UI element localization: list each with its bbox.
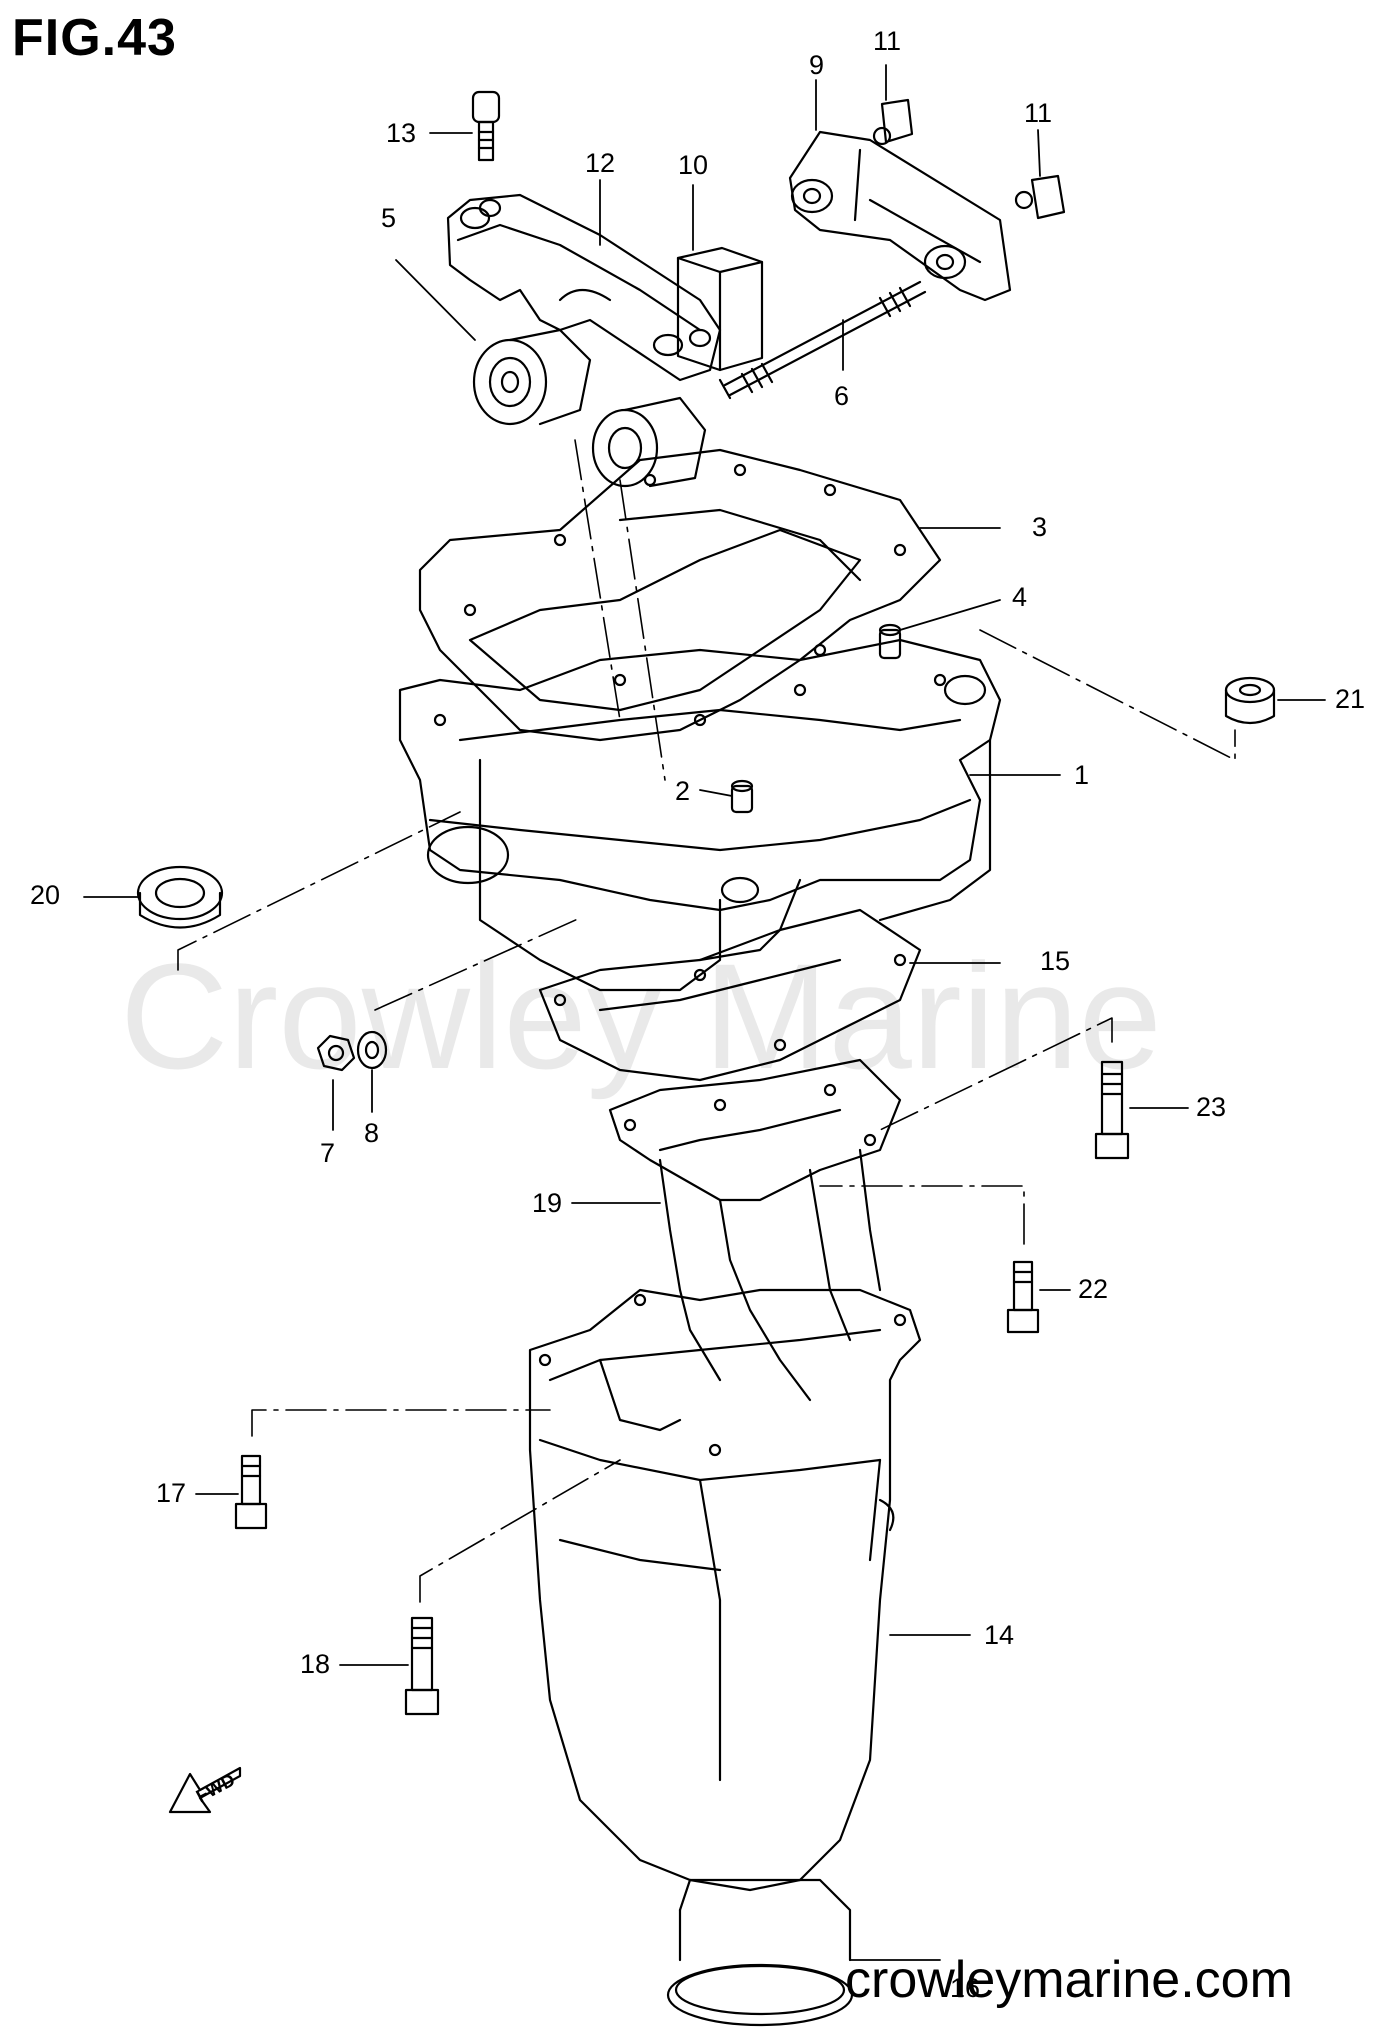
leader-lines — [83, 64, 1326, 1961]
figure-title: FIG.43 — [12, 9, 177, 67]
part-9-upper-bracket — [788, 130, 1012, 302]
part-12-mount-bracket — [446, 193, 722, 382]
part-5-rubber-mount — [472, 328, 707, 488]
site-url: crowleymarine.com — [845, 1951, 1293, 2009]
part-20-grommet — [136, 865, 224, 929]
part-3-gasket — [418, 448, 942, 742]
part-15-gasket — [538, 908, 922, 1082]
callout-11b: 11 — [1024, 98, 1053, 128]
part-10-stopper-block — [676, 246, 764, 372]
callout-13: 13 — [386, 118, 417, 148]
callout-23: 23 — [1196, 1092, 1227, 1122]
callout-12: 12 — [585, 148, 616, 178]
part-6-stud — [718, 280, 927, 400]
callout-10: 10 — [678, 150, 709, 180]
part-16-seal-ring — [666, 1878, 854, 2027]
part-2-dowel-pin — [730, 779, 754, 814]
callout-20: 20 — [30, 880, 61, 910]
part-17-bolt — [234, 1454, 268, 1530]
phantom-lines — [177, 439, 1236, 1603]
part-11-clip — [872, 98, 1066, 220]
part-7-nut — [316, 1034, 356, 1072]
callout-6: 6 — [834, 381, 850, 411]
callout-5: 5 — [381, 203, 397, 233]
part-1-oil-pan-frame — [398, 638, 1002, 992]
callout-16: 16 — [950, 1973, 981, 2003]
part-22-bolt — [1006, 1260, 1040, 1334]
callout-14: 14 — [984, 1620, 1015, 1650]
part-21-bushing — [1224, 676, 1276, 725]
part-8-washer — [356, 1030, 388, 1070]
part-14-oil-pan — [528, 1288, 922, 1892]
part-23-bolt — [1094, 1060, 1130, 1160]
callout-1: 1 — [1074, 760, 1090, 790]
fwd-arrow-icon — [168, 1766, 242, 1814]
part-19-exhaust-tube — [608, 1058, 902, 1402]
callout-19: 19 — [532, 1188, 563, 1218]
callout-3: 3 — [1032, 512, 1048, 542]
part-13-bolt — [471, 90, 501, 162]
callout-21: 21 — [1335, 684, 1366, 714]
callout-17: 17 — [156, 1478, 187, 1508]
callout-18: 18 — [300, 1649, 331, 1679]
callout-15: 15 — [1040, 946, 1071, 976]
callout-11a: 11 — [873, 26, 902, 56]
callout-22: 22 — [1078, 1274, 1109, 1304]
callout-9: 9 — [809, 50, 825, 80]
callout-8: 8 — [364, 1118, 380, 1148]
part-18-bolt — [404, 1616, 440, 1716]
callout-2: 2 — [675, 776, 691, 806]
callout-7: 7 — [320, 1138, 336, 1168]
callout-4: 4 — [1012, 582, 1028, 612]
